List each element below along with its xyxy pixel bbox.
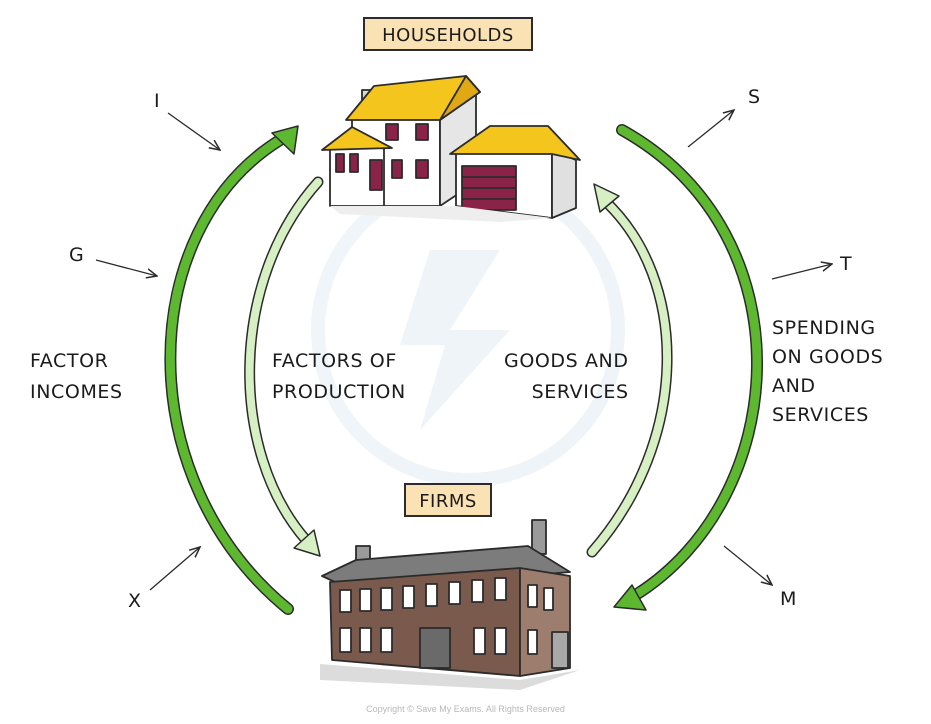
firms-label: FIRMS: [404, 483, 492, 517]
injection-i-arrow: [167, 112, 220, 150]
factors-of-production-arrow: [244, 176, 324, 557]
injection-g-arrow: [95, 259, 157, 276]
withdrawal-m-label: M: [780, 588, 797, 610]
households-label: HOUSEHOLDS: [363, 17, 533, 51]
injection-g-label: G: [69, 244, 84, 266]
withdrawal-m-arrow: [723, 545, 772, 585]
factors-of-production-text: FACTORS OF PRODUCTION: [272, 350, 406, 403]
withdrawal-t-label: T: [840, 253, 852, 275]
injection-x-label: X: [128, 590, 142, 612]
withdrawal-t-arrow: [771, 264, 832, 280]
injection-x-arrow: [149, 547, 200, 591]
factor-incomes-arrow: [164, 125, 299, 615]
factory-icon: [320, 519, 580, 690]
spending-text: SPENDING ON GOODS AND SERVICES: [772, 317, 884, 426]
goods-and-services-text: GOODS AND SERVICES: [504, 350, 629, 403]
house-icon: [321, 75, 581, 222]
copyright-text: Copyright © Save My Exams. All Rights Re…: [366, 704, 565, 714]
spending-arrow: [613, 124, 763, 611]
injection-i-label: I: [154, 90, 160, 112]
withdrawal-s-label: S: [748, 86, 761, 108]
goods-and-services-arrow: [586, 183, 673, 558]
withdrawal-s-arrow: [687, 110, 734, 148]
factor-incomes-text: FACTOR INCOMES: [30, 350, 123, 403]
watermark-logo: [311, 173, 625, 487]
